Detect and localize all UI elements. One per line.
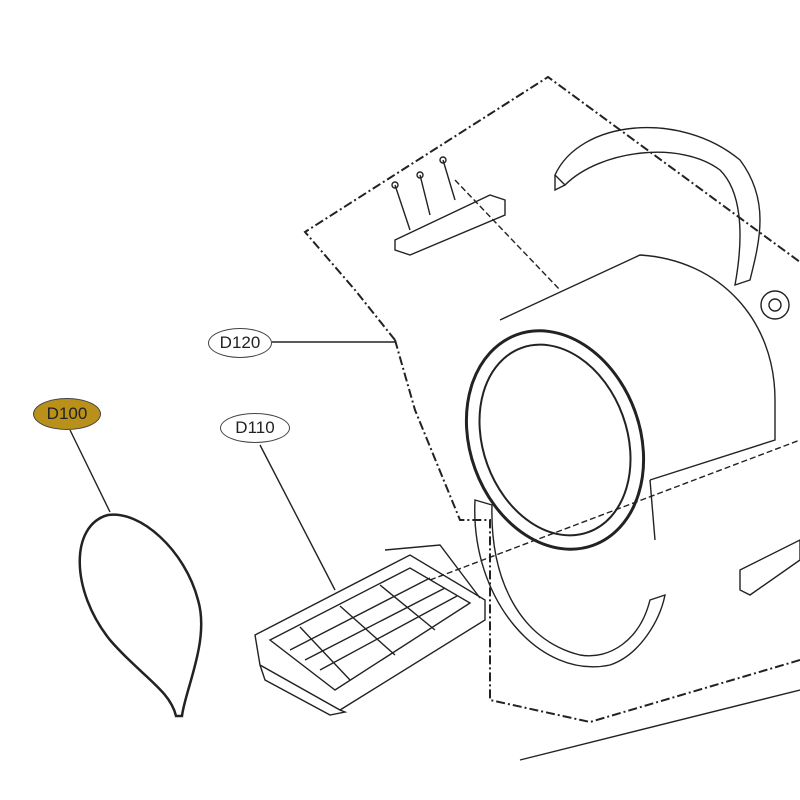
leader-d100	[69, 429, 111, 513]
drum-shaft-icon	[760, 290, 790, 320]
filter-tray-d110	[254, 544, 486, 716]
assembly-boundary-lower	[394, 339, 800, 724]
callout-d110[interactable]: D110	[220, 413, 290, 443]
drum-strap-upper	[554, 126, 761, 287]
drum-strap-lower	[474, 499, 666, 668]
assembly-boundary	[303, 75, 800, 341]
drum-bracket	[394, 194, 506, 256]
drum-body	[499, 254, 776, 481]
leader-d110	[259, 444, 336, 591]
callout-d100-highlighted[interactable]: D100	[33, 398, 101, 430]
drum-bracket-lower	[739, 539, 800, 596]
screw-icons	[391, 156, 456, 231]
gasket-d100	[78, 513, 203, 718]
drum-front-rim	[464, 329, 646, 551]
callout-d120[interactable]: D120	[208, 328, 272, 358]
